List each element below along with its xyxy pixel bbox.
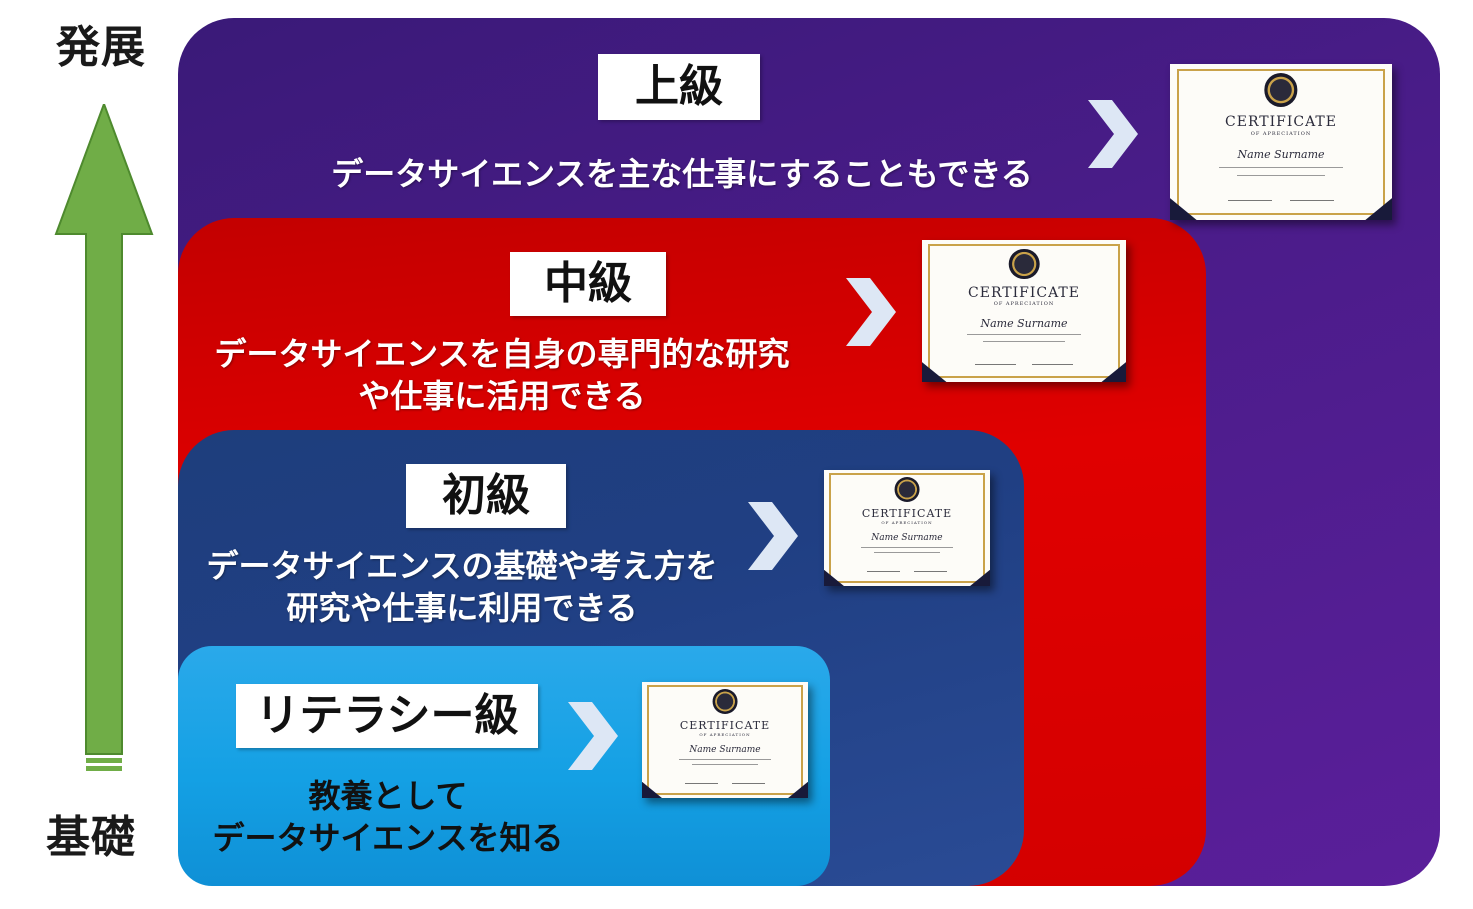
chevron-right-icon [846,278,896,346]
certificate-image-advanced: CERTIFICATE OF APRECIATION Name Surname [1170,64,1392,220]
certificate-name: Name Surname [689,744,761,755]
chevron-right-icon [568,702,618,770]
desc-line: データサイエンスを自身の専門的な研究 [214,335,790,373]
level-desc-intermediate: データサイエンスを自身の専門的な研究 や仕事に活用できる [172,334,832,417]
certificate-subtitle: OF APRECIATION [881,519,933,525]
certificate-image-intermediate: CERTIFICATE OF APRECIATION Name Surname [922,240,1126,382]
certificate-title: CERTIFICATE [968,285,1080,302]
certificate-name: Name Surname [1237,148,1325,162]
up-arrow-icon [54,104,154,771]
level-desc-beginner: データサイエンスの基礎や考え方を 研究や仕事に利用できる [172,546,752,629]
level-title-beginner: 初級 [406,464,566,528]
desc-line: や仕事に活用できる [358,376,646,415]
certificate-name: Name Surname [871,532,943,543]
certificate-image-beginner: CERTIFICATE OF APRECIATION Name Surname [824,470,990,586]
desc-line: データサイエンスを知る [212,818,564,857]
seal-icon [712,688,738,714]
seal-icon [894,476,920,502]
level-title-literacy: リテラシー級 [236,684,538,748]
desc-line: データサイエンスを主な仕事にすることもできる [331,155,1033,193]
certificate-subtitle: OF APRECIATION [699,731,751,737]
certificate-title: CERTIFICATE [861,507,953,521]
seal-icon [1008,248,1040,280]
desc-line: 教養として [308,777,468,815]
axis-top-label: 発展 [56,22,146,73]
certificate-image-literacy: CERTIFICATE OF APRECIATION Name Surname [642,682,808,798]
level-desc-advanced: データサイエンスを主な仕事にすることもできる [282,154,1082,196]
desc-line: 研究や仕事に利用できる [286,588,638,627]
chevron-right-icon [748,502,798,570]
level-desc-literacy: 教養として データサイエンスを知る [178,776,598,859]
certificate-title: CERTIFICATE [1225,113,1337,130]
seal-icon [1264,73,1298,107]
certificate-subtitle: OF APRECIATION [1250,131,1312,138]
chevron-right-icon [1088,100,1138,168]
level-title-intermediate: 中級 [510,252,666,316]
certificate-title: CERTIFICATE [679,719,771,733]
desc-line: データサイエンスの基礎や考え方を [206,547,718,585]
certificate-subtitle: OF APRECIATION [993,301,1055,308]
axis-bottom-label: 基礎 [46,812,136,863]
level-title-advanced: 上級 [598,54,760,120]
certificate-name: Name Surname [980,316,1068,330]
